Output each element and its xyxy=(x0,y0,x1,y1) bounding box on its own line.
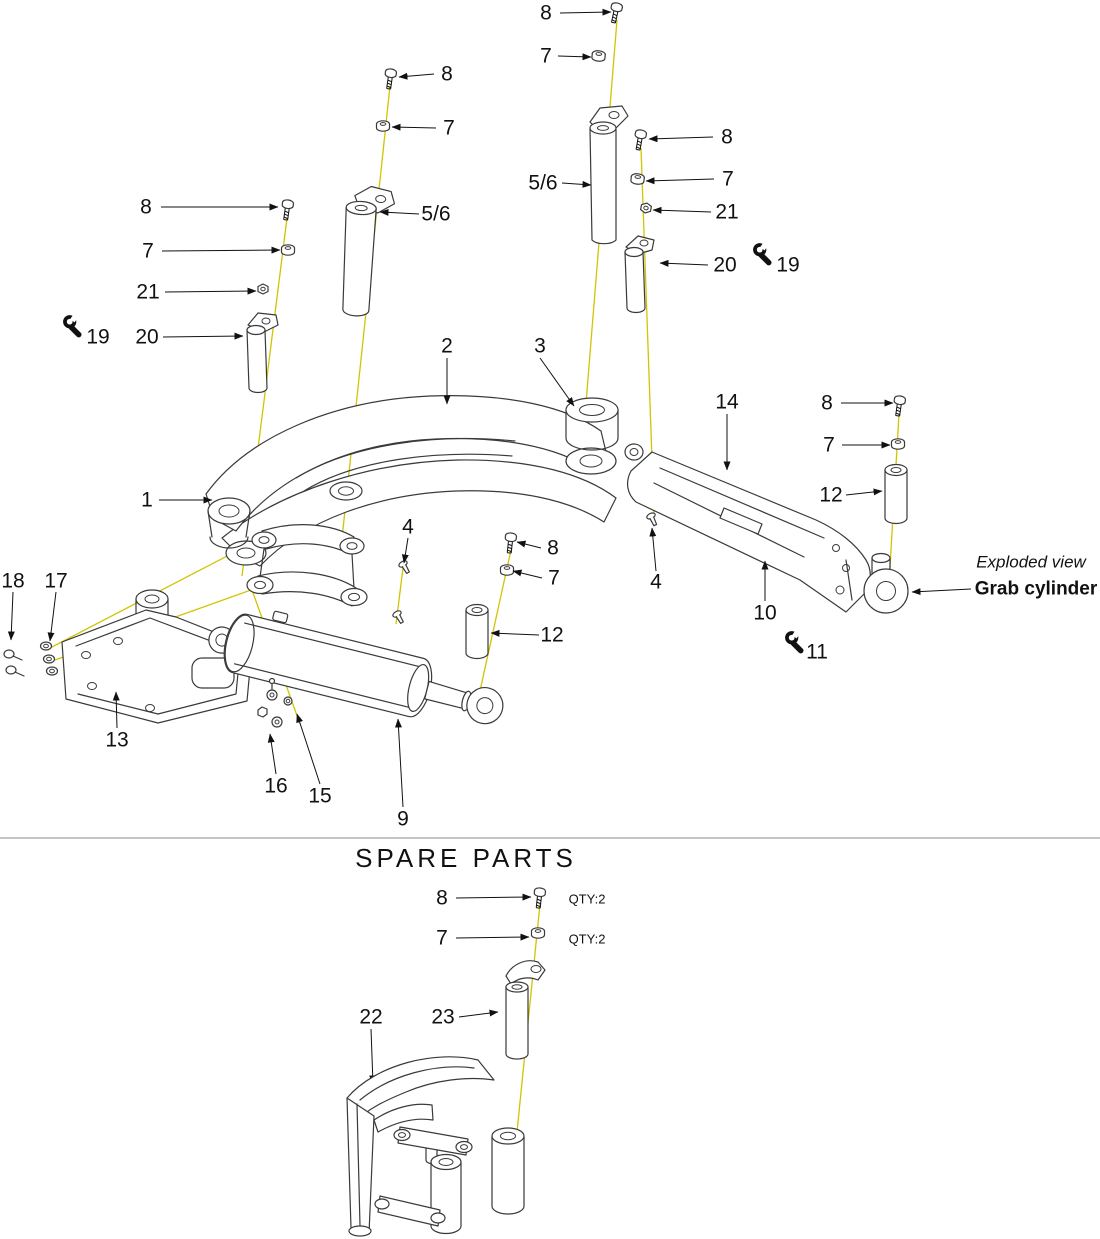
leader-lines xyxy=(7,8,972,1085)
callout-7-right-column: 7 xyxy=(722,167,734,191)
spare-parts-heading: SPARE PARTS xyxy=(355,843,577,873)
part-12-bushing-mid xyxy=(465,603,489,660)
callout-12-right: 12 xyxy=(819,483,843,507)
part-9-hydraulic-cylinder xyxy=(208,610,504,725)
parts-15-16-fittings xyxy=(257,677,293,728)
part-5-6-pivot-pin-left xyxy=(342,185,396,317)
callout-4-left: 4 xyxy=(402,515,414,539)
construction-lines xyxy=(49,19,900,1133)
callout-21-left: 21 xyxy=(136,280,160,304)
part-2-upper-arm xyxy=(205,395,617,549)
spare-parts-drawing xyxy=(346,886,547,1237)
callout-7-upper-left: 7 xyxy=(443,116,455,140)
callout-13: 13 xyxy=(105,728,129,752)
callout-7-mid: 7 xyxy=(548,566,560,590)
callout-15: 15 xyxy=(308,784,332,808)
callout-14: 14 xyxy=(715,390,739,414)
qty-8-spare: QTY:2 xyxy=(568,891,606,907)
qty-7-spare: QTY:2 xyxy=(568,931,606,947)
note-exploded-view: Exploded view xyxy=(976,552,1086,572)
callout-8-upper-left: 8 xyxy=(441,62,453,86)
callout-7-top: 7 xyxy=(540,44,552,68)
callout-17: 17 xyxy=(44,569,68,593)
callout-10: 10 xyxy=(753,601,777,625)
callout-12-mid: 12 xyxy=(540,623,564,647)
grab-cylinder-eye xyxy=(863,552,909,614)
callout-18: 18 xyxy=(1,569,25,593)
callout-8-spare: 8 xyxy=(436,886,448,910)
callout-7-spare: 7 xyxy=(436,926,448,950)
wrench-icon-19-left xyxy=(63,313,83,339)
spare-part-23-pin xyxy=(505,960,546,1060)
callout-20-left: 20 xyxy=(135,325,159,349)
callout-1: 1 xyxy=(141,488,153,512)
callout-7-far-right: 7 xyxy=(823,433,835,457)
callout-21-right: 21 xyxy=(715,200,739,224)
callout-8-left-column: 8 xyxy=(140,195,152,219)
callout-19-left: 19 xyxy=(86,325,110,349)
callout-8-mid: 8 xyxy=(547,536,559,560)
callout-3: 3 xyxy=(534,334,546,358)
callout-4-right: 4 xyxy=(650,570,662,594)
part-4-bolts xyxy=(391,511,660,626)
part-20-pin-right xyxy=(624,235,655,314)
part-3-bushing-ring xyxy=(565,397,619,451)
wrench-icon-19-right xyxy=(753,241,773,267)
callout-7-left-column: 7 xyxy=(142,239,154,263)
callout-8-far-right: 8 xyxy=(821,391,833,415)
callout-22: 22 xyxy=(359,1005,383,1029)
part-20-pin-left xyxy=(246,312,279,394)
callout-19-right: 19 xyxy=(776,253,800,277)
part-12-bushing-right xyxy=(884,463,908,525)
part-5-6-pivot-pin-right xyxy=(589,105,629,245)
callout-23: 23 xyxy=(431,1005,455,1029)
callout-11: 11 xyxy=(806,640,828,664)
callout-20-right: 20 xyxy=(713,253,737,277)
spare-part-7-washer xyxy=(530,927,546,939)
callout-8-top: 8 xyxy=(540,1,552,25)
callout-5-6-left: 5/6 xyxy=(421,202,451,226)
callout-9: 9 xyxy=(397,807,409,831)
callout-16: 16 xyxy=(264,774,288,798)
spare-part-22-bracket xyxy=(346,1056,525,1237)
callout-8-right-column: 8 xyxy=(721,125,733,149)
callout-2: 2 xyxy=(441,334,453,358)
link-plates xyxy=(246,524,368,607)
parts-17-18-fasteners xyxy=(3,641,59,677)
main-assembly xyxy=(3,1,909,728)
callout-5-6-right: 5/6 xyxy=(528,171,558,195)
wrench-icon-11 xyxy=(785,629,805,655)
note-grab-cylinder: Grab cylinder xyxy=(974,578,1098,600)
part-13-bracket xyxy=(61,589,253,724)
